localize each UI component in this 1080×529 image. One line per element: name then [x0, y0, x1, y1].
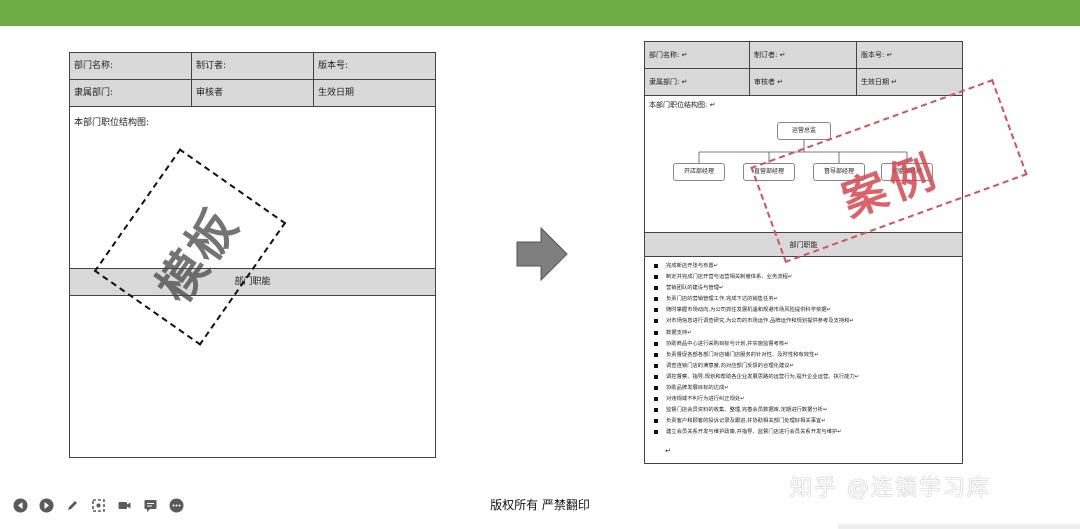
template-dept-name-cell: 部门名称: [70, 53, 192, 79]
case-structure-label: 本部门职位结构图: ↵ [649, 101, 716, 109]
bottom-strip [838, 524, 1080, 529]
duty-item: 调控督察、指导,规划和帮助各企业发展思路的运营行为,提升企业运营。执行能力↵ [651, 372, 956, 383]
case-form: 部门名称: ↵ 制订者: ↵ 版本号: ↵ 隶属部门: ↵ 审核者 ↵ 生效日期… [644, 41, 963, 464]
org-child-box-1: 开店部经理 [673, 163, 725, 181]
case-duties-list: 完成新店开张与布置↵ 制定并完成门店开营与运营相关制度体系、业务流程↵ 营销团队… [651, 261, 956, 439]
duty-item: 监督门店会员资料的收集、整理,完善会员数据库,定期进行数据分析↵ [651, 405, 956, 416]
right-arrow-icon [516, 226, 568, 282]
template-parent-dept-cell: 隶属部门: [70, 80, 192, 106]
camera-icon[interactable] [116, 497, 133, 514]
duty-item: 调查连锁门店的满意度,向对应部门反馈的合理化建议↵ [651, 361, 956, 372]
template-function-header: 部门职能 [70, 268, 435, 296]
org-chart-connectors [698, 140, 908, 163]
duty-item: 协助商品中心进行采购目标与计划,并实施监督考核↵ [651, 339, 956, 350]
duty-item: 对市场信息进行调查研究,为公司的市场运作,品牌运作和规划提供参考及支持和↵ [651, 316, 956, 327]
more-icon[interactable] [168, 497, 185, 514]
duty-item: 制定并完成门店开营与运营相关制度体系、业务流程↵ [651, 272, 956, 283]
zhihu-watermark: 知乎 @连锁学习库 [790, 476, 991, 501]
case-end-mark: ↵ [665, 447, 671, 455]
pen-icon[interactable] [64, 497, 81, 514]
org-child-box-2: 直营部经理 [743, 163, 795, 181]
duty-item: 对违规或不利行为进行纠正规处↵ [651, 394, 956, 405]
case-reviewer-cell: 审核者 ↵ [750, 69, 857, 95]
template-effective-date-cell: 生效日期 [318, 88, 355, 98]
duty-item: 随时掌握市场动向,为公司抓住发展机遇和规避市场风险提供科学依据↵ [651, 305, 956, 316]
case-header-row-1: 部门名称: ↵ 制订者: ↵ 版本号: ↵ [645, 42, 962, 69]
org-child-box-4: 加盟部经理 [881, 163, 933, 181]
template-header-row-2: 隶属部门: 审核者 生效日期 [70, 80, 435, 107]
presentation-toolbar [12, 497, 185, 514]
org-root-box: 运营总监 [777, 122, 831, 140]
duty-item: 协助品牌发展目标的达成↵ [651, 383, 956, 394]
duty-item: 负责督促各部各部门对店铺门店服务的针对性、及时性和有效性↵ [651, 350, 956, 361]
template-version-cell: 版本号: [318, 61, 349, 71]
duty-item: 负责客户和顾客的投诉记录及跟进,并协助相关部门处理好相关事宜↵ [651, 416, 956, 427]
duty-item: 负责门店的营销管理工作,完成下达的销售任务↵ [651, 294, 956, 305]
top-green-bar [0, 0, 1080, 26]
case-version-cell: 版本号: ↵ [861, 51, 893, 59]
screenshot-icon[interactable] [90, 497, 107, 514]
case-dept-name-cell: 部门名称: ↵ [645, 42, 750, 68]
case-function-header: 部门职能 [645, 232, 962, 257]
org-child-box-3: 督导部经理 [813, 163, 865, 181]
next-icon[interactable] [38, 497, 55, 514]
case-effective-date-cell: 生效日期 ↵ [861, 78, 898, 86]
duty-item: 数据支持↵ [651, 328, 956, 339]
case-author-cell: 制订者: ↵ [750, 42, 857, 68]
case-parent-dept-cell: 隶属部门: ↵ [645, 69, 750, 95]
prev-icon[interactable] [12, 497, 29, 514]
template-reviewer-cell: 审核者 [192, 80, 314, 106]
copyright-text: 版权所有 严禁翻印 [490, 498, 590, 512]
case-header-row-2: 隶属部门: ↵ 审核者 ↵ 生效日期 ↵ [645, 69, 962, 96]
template-header-row-1: 部门名称: 制订者: 版本号: [70, 53, 435, 80]
template-structure-label: 本部门职位结构图: [74, 118, 150, 128]
duty-item: 营销团队的建设与管理↵ [651, 283, 956, 294]
comment-icon[interactable] [142, 497, 159, 514]
duty-item: 建立会员关系开发与维护政策,并指导、监督门店进行会员关系开发与维护↵ [651, 427, 956, 438]
template-author-cell: 制订者: [192, 53, 314, 79]
duty-item: 完成新店开张与布置↵ [651, 261, 956, 272]
template-form: 部门名称: 制订者: 版本号: 隶属部门: 审核者 生效日期 本部门职位结构图:… [69, 52, 436, 458]
